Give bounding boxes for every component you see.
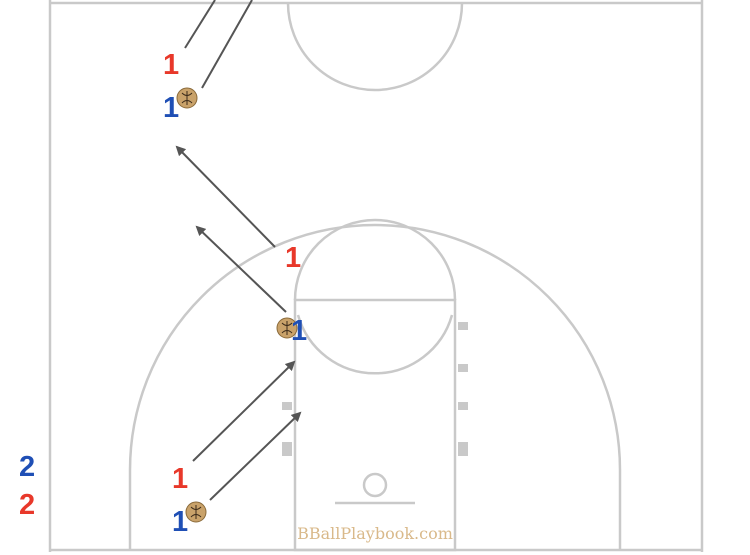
basketballs — [176, 87, 298, 523]
dribble-arrow — [209, 411, 302, 501]
defense-player-1-bottom: 1 — [172, 506, 188, 538]
lane-block — [282, 442, 292, 456]
offense-player-1-top: 1 — [163, 49, 179, 81]
rim — [362, 472, 388, 498]
lane-block — [458, 442, 468, 456]
free-throw-circle-bottom — [296, 314, 454, 375]
basketball-icon — [185, 501, 207, 523]
cut-line-top — [201, 0, 253, 89]
defense-player-1-mid: 1 — [291, 315, 307, 347]
three-point-line — [128, 223, 622, 550]
offense-player-1-mid: 1 — [285, 242, 301, 274]
players: 1 1 1 1 1 1 2 2 — [19, 49, 307, 538]
lane-hash — [458, 402, 468, 410]
center-circle — [286, 2, 464, 92]
cut-arrow — [175, 145, 276, 248]
bench-offense-player-2: 2 — [19, 489, 35, 521]
lane-hash — [282, 402, 292, 410]
dribble-arrow — [195, 225, 287, 313]
lane-hash — [458, 364, 468, 372]
cut-line-top — [184, 0, 216, 49]
court-lines — [48, 0, 704, 552]
bench-defense-player-2: 2 — [19, 451, 35, 483]
free-throw-circle-top — [293, 218, 457, 301]
movement-arrows — [175, 0, 302, 501]
defense-player-1-top: 1 — [163, 92, 179, 124]
basketball-icon — [176, 87, 198, 109]
basketball-icon — [276, 317, 298, 339]
lane-hash — [458, 322, 468, 330]
offense-player-1-bottom: 1 — [172, 463, 188, 495]
cut-arrow — [192, 360, 296, 462]
lane — [293, 298, 457, 552]
watermark: BBallPlaybook.com — [297, 524, 453, 543]
